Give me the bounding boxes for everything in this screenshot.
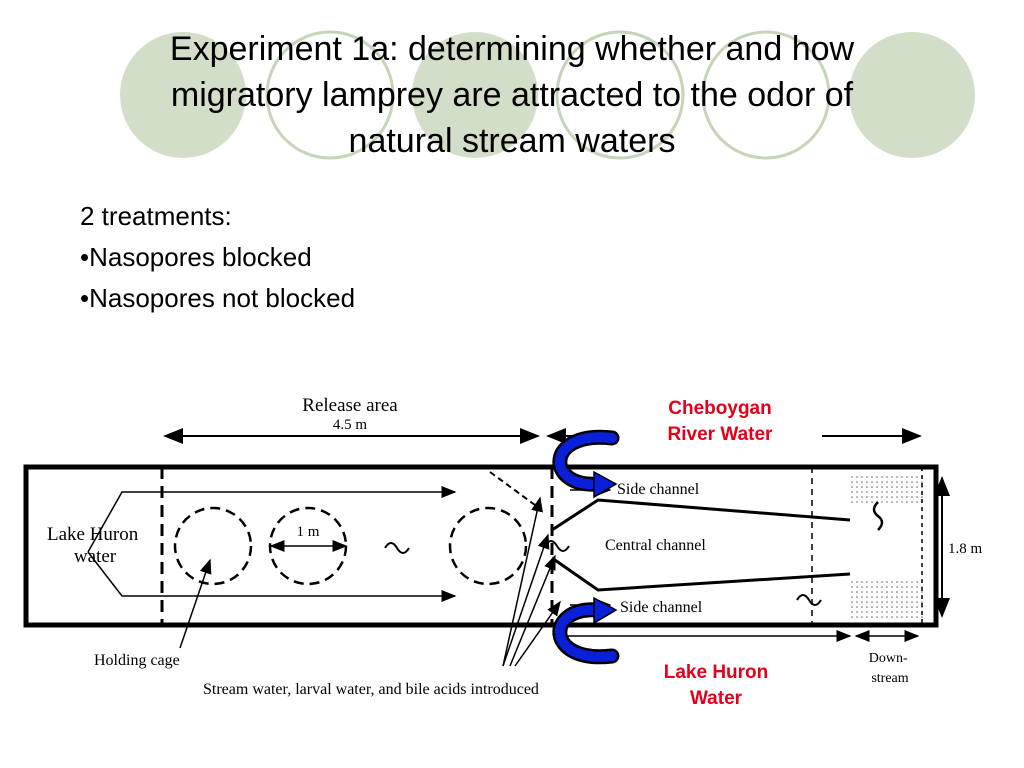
downstream-label: Down- stream: [869, 651, 911, 686]
bullet-item: •Nasopores not blocked: [80, 283, 356, 313]
label-line: Cheboygan: [668, 398, 772, 419]
stream-water-pointer: [502, 533, 550, 667]
inflow-arrow-bottom: [87, 551, 457, 602]
bullet-item: •Nasopores blocked: [80, 242, 312, 272]
decor-circle-1: [120, 32, 246, 158]
downstream-screen-top: [848, 475, 926, 505]
downstream-screen-bottom: [848, 578, 926, 618]
lake-huron-inlet-label: Lake Huron water: [47, 524, 143, 567]
side-channel-top-label: Side channel: [617, 481, 700, 498]
label-line: River Water: [667, 424, 773, 445]
release-area-label: Release area: [302, 395, 398, 416]
decor-circle-6: [849, 32, 975, 158]
decorative-circles: [120, 30, 975, 160]
lamprey-icon: [384, 542, 410, 554]
holding-cage-pointer: [179, 558, 212, 649]
bullet-heading: 2 treatments:: [80, 201, 232, 231]
side-channel-bottom-label: Side channel: [620, 599, 703, 616]
stream-water-pointer: [509, 554, 556, 667]
lamprey-icon: [544, 540, 570, 552]
diagonal-baffle: [489, 471, 536, 506]
decor-circle-3: [412, 32, 538, 158]
decor-circle-5: [701, 30, 831, 160]
title-line: natural stream waters: [348, 122, 676, 160]
divider-upper: [551, 498, 851, 532]
lake-huron-arrow-head: [593, 596, 618, 625]
flume-width-label: 1.8 m: [948, 541, 983, 557]
lamprey-icon: [796, 594, 822, 606]
label-line: Lake Huron: [663, 662, 769, 683]
lamprey-icon: [872, 501, 884, 531]
lake-huron-flow-arrow: [555, 604, 617, 662]
release-length-label: 4.5 m: [333, 417, 368, 433]
stream-water-label: Stream water, larval water, and bile aci…: [203, 681, 539, 698]
flume-diagram: Release area 4.5 m Lake Huron water: [23, 395, 983, 698]
decor-circle-4: [555, 30, 685, 160]
cheboygan-flow-arrow: [555, 432, 617, 490]
label-line: Water: [689, 688, 743, 709]
stream-water-pointer: [502, 496, 543, 667]
bullet-list: 2 treatments: •Nasopores blocked •Nasopo…: [80, 196, 355, 319]
holding-cage-3: [448, 506, 528, 586]
title-line: Experiment 1a: determining whether and h…: [169, 30, 855, 68]
cage-width-label: 1 m: [297, 524, 320, 540]
decor-circle-2: [265, 30, 395, 160]
central-channel-label: Central channel: [605, 537, 706, 554]
cheboygan-river-water-label: Cheboygan River Water: [640, 396, 800, 448]
divider-lower: [551, 556, 851, 592]
stream-water-pointer: [514, 600, 561, 667]
cheboygan-arrow-head: [593, 470, 618, 499]
lake-huron-water-label: Lake Huron Water: [636, 660, 796, 712]
inflow-arrow-top: [87, 486, 457, 553]
holding-cage-label: Holding cage: [94, 652, 180, 669]
title-line: migratory lamprey are attracted to the o…: [170, 76, 854, 114]
slide-title: Experiment 1a: determining whether and h…: [70, 26, 954, 164]
holding-cage-1: [173, 506, 253, 586]
